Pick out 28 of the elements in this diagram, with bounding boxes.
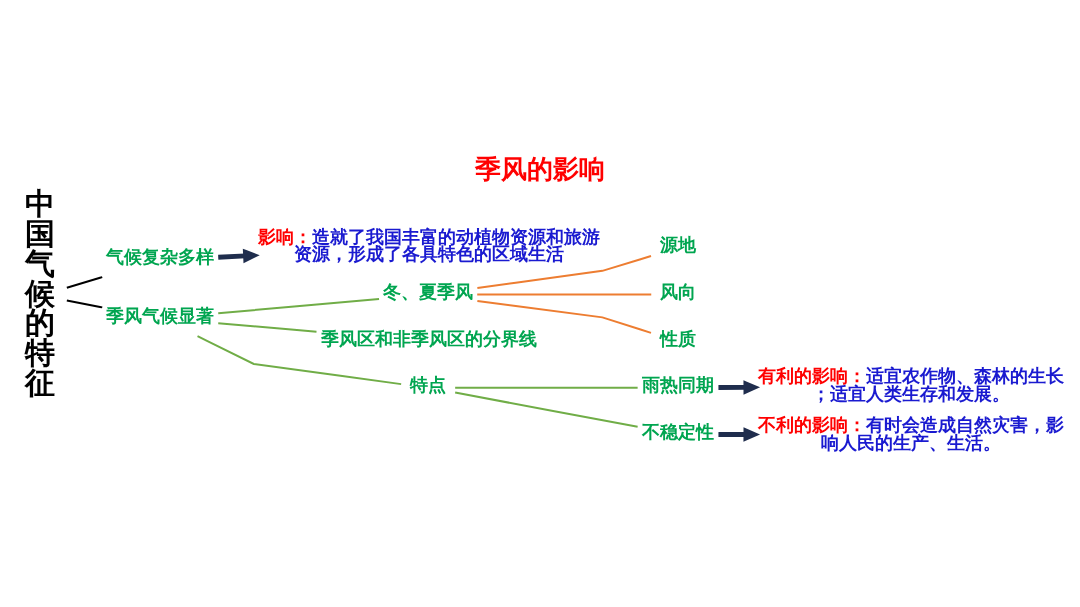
node-text: 季风气候显著 — [106, 304, 215, 326]
node-text: 不利的影响：有时会造成自然灾害，影响人民的生产、生活。 — [757, 413, 1064, 452]
connector — [65, 299, 104, 308]
connector — [476, 293, 653, 296]
arrow — [718, 426, 761, 442]
connector — [454, 386, 639, 389]
node-text: 冬、夏季风 — [383, 280, 474, 302]
connector — [196, 334, 403, 385]
connector — [217, 321, 318, 333]
node-text: 气候复杂多样 — [106, 245, 215, 267]
connector — [454, 391, 639, 428]
node-text: 风向 — [659, 280, 696, 302]
connector — [65, 275, 104, 289]
node-text: 性质 — [659, 327, 696, 349]
connector — [476, 299, 652, 334]
node-text: 季风区和非季风区的分界线 — [320, 327, 537, 349]
node-text: 不稳定性 — [642, 420, 715, 442]
node-text: 中国气候的特征 — [24, 185, 55, 400]
node-text: 影响：造就了我国丰富的动植物资源和旅游资源，形成了各具特色的区域生活 — [257, 225, 601, 264]
node-text: 源地 — [659, 233, 696, 255]
diagram-title: 季风的影响 — [474, 153, 605, 184]
connector — [476, 254, 652, 289]
node-text: 有利的影响：适宜农作物、森林的生长；适宜人类生存和发展。 — [757, 364, 1064, 404]
connector — [217, 297, 381, 314]
arrow — [218, 248, 260, 263]
node-text: 特点 — [409, 373, 446, 395]
arrow — [718, 379, 761, 395]
node-text: 雨热同期 — [642, 373, 715, 395]
